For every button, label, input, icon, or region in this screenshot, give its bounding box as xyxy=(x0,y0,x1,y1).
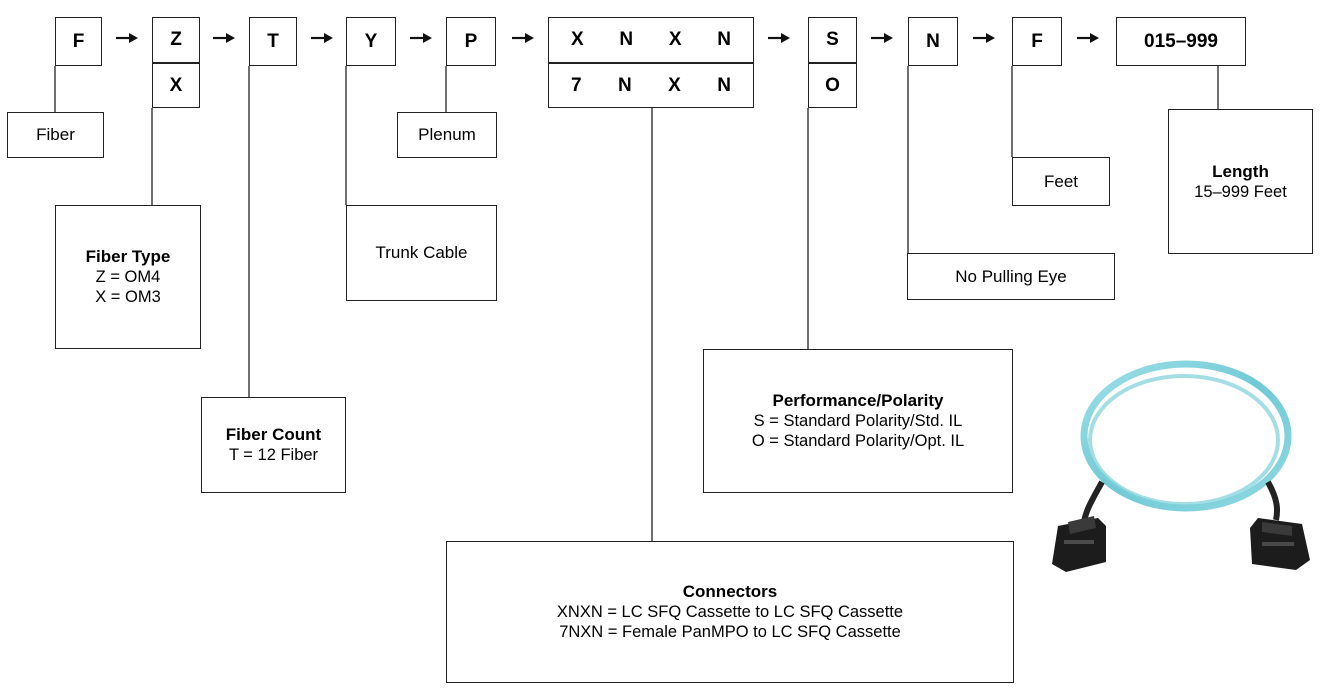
code-box-connectors-row2: 7 N X N xyxy=(548,63,754,108)
desc-fiber-type-title: Fiber Type xyxy=(85,247,171,266)
label-no-pulling-eye: No Pulling Eye xyxy=(907,253,1115,300)
label-trunk-cable: Trunk Cable xyxy=(346,205,497,301)
desc-connectors-line: 7NXN = Female PanMPO to LC SFQ Cassette xyxy=(559,623,901,641)
code-box-fiber: F xyxy=(55,17,102,66)
code-plenum: P xyxy=(464,30,478,52)
code-fiber-type-x: X xyxy=(169,74,183,96)
desc-fiber-count-line: T = 12 Fiber xyxy=(228,446,319,464)
desc-fiber-type-line: X = OM3 xyxy=(95,288,161,306)
arrow-right-icon xyxy=(1077,33,1099,43)
arrow-right-icon xyxy=(311,33,333,43)
label-plenum-text: Plenum xyxy=(418,125,476,144)
arrow-right-icon xyxy=(512,33,534,43)
code-box-performance-o: O xyxy=(808,63,857,108)
arrow-right-icon xyxy=(871,33,893,43)
arrow-right-icon xyxy=(768,33,790,43)
arrow-right-icon xyxy=(410,33,432,43)
code-box-fiber-type-x: X xyxy=(152,63,200,108)
desc-fiber-type-line: Z = OM4 xyxy=(95,268,161,286)
code-feet: F xyxy=(1031,30,1043,52)
code-box-fiber-type-z: Z xyxy=(152,17,200,63)
connector-code-char: N xyxy=(618,74,632,96)
label-no-pulling-eye-text: No Pulling Eye xyxy=(955,266,1067,286)
desc-performance-line: S = Standard Polarity/Std. IL xyxy=(753,412,963,430)
arrow-right-icon xyxy=(973,33,995,43)
code-box-performance-s: S xyxy=(808,17,857,63)
desc-length: Length 15–999 Feet xyxy=(1168,109,1313,254)
desc-connectors-title: Connectors xyxy=(682,582,778,601)
arrow-right-icon xyxy=(116,33,138,43)
label-feet: Feet xyxy=(1012,157,1110,206)
connector-right-icon xyxy=(1250,518,1310,570)
label-plenum: Plenum xyxy=(397,112,497,158)
code-box-connectors-row1: X N X N xyxy=(548,17,754,63)
desc-length-title: Length xyxy=(1212,161,1269,181)
code-performance-s: S xyxy=(826,29,839,50)
trunk-cable-product-image xyxy=(1052,360,1310,572)
connector-code-char: 7 xyxy=(571,74,582,96)
code-box-fiber-count: T xyxy=(249,17,297,66)
connector-code-char: N xyxy=(717,29,731,50)
label-feet-text: Feet xyxy=(1043,171,1079,191)
code-performance-o: O xyxy=(825,74,840,96)
connector-code-char: X xyxy=(668,29,682,50)
connector-code-char: X xyxy=(571,29,584,50)
code-fiber: F xyxy=(72,30,85,52)
code-fiber-type-z: Z xyxy=(170,29,182,50)
desc-fiber-type: Fiber Type Z = OM4 X = OM3 xyxy=(55,205,201,349)
connector-code-char: X xyxy=(668,74,681,96)
code-fiber-count: T xyxy=(267,30,279,52)
arrow-right-icon xyxy=(213,33,235,43)
label-trunk-cable-text: Trunk Cable xyxy=(375,243,468,262)
code-box-pulling-eye: N xyxy=(908,17,958,66)
connector-left-icon xyxy=(1052,516,1106,572)
desc-connectors-line: XNXN = LC SFQ Cassette to LC SFQ Cassett… xyxy=(556,603,904,621)
label-fiber-text: Fiber xyxy=(36,125,75,144)
desc-length-line: 15–999 Feet xyxy=(1194,182,1287,201)
desc-fiber-count-title: Fiber Count xyxy=(225,425,322,444)
desc-performance-polarity: Performance/Polarity S = Standard Polari… xyxy=(703,349,1013,493)
code-box-trunk-cable: Y xyxy=(346,17,396,66)
code-length: 015–999 xyxy=(1144,30,1218,52)
desc-fiber-count: Fiber Count T = 12 Fiber xyxy=(201,397,346,493)
code-box-feet: F xyxy=(1012,17,1062,66)
desc-performance-title: Performance/Polarity xyxy=(772,391,944,410)
code-box-length: 015–999 xyxy=(1116,17,1246,66)
desc-connectors: Connectors XNXN = LC SFQ Cassette to LC … xyxy=(446,541,1014,683)
desc-performance-line: O = Standard Polarity/Opt. IL xyxy=(751,432,965,450)
code-box-plenum: P xyxy=(446,17,496,66)
code-trunk-cable: Y xyxy=(364,30,378,52)
connector-code-char: N xyxy=(717,74,731,96)
connector-code-char: N xyxy=(619,29,634,50)
label-fiber: Fiber xyxy=(7,112,104,158)
code-pulling-eye: N xyxy=(926,30,940,52)
